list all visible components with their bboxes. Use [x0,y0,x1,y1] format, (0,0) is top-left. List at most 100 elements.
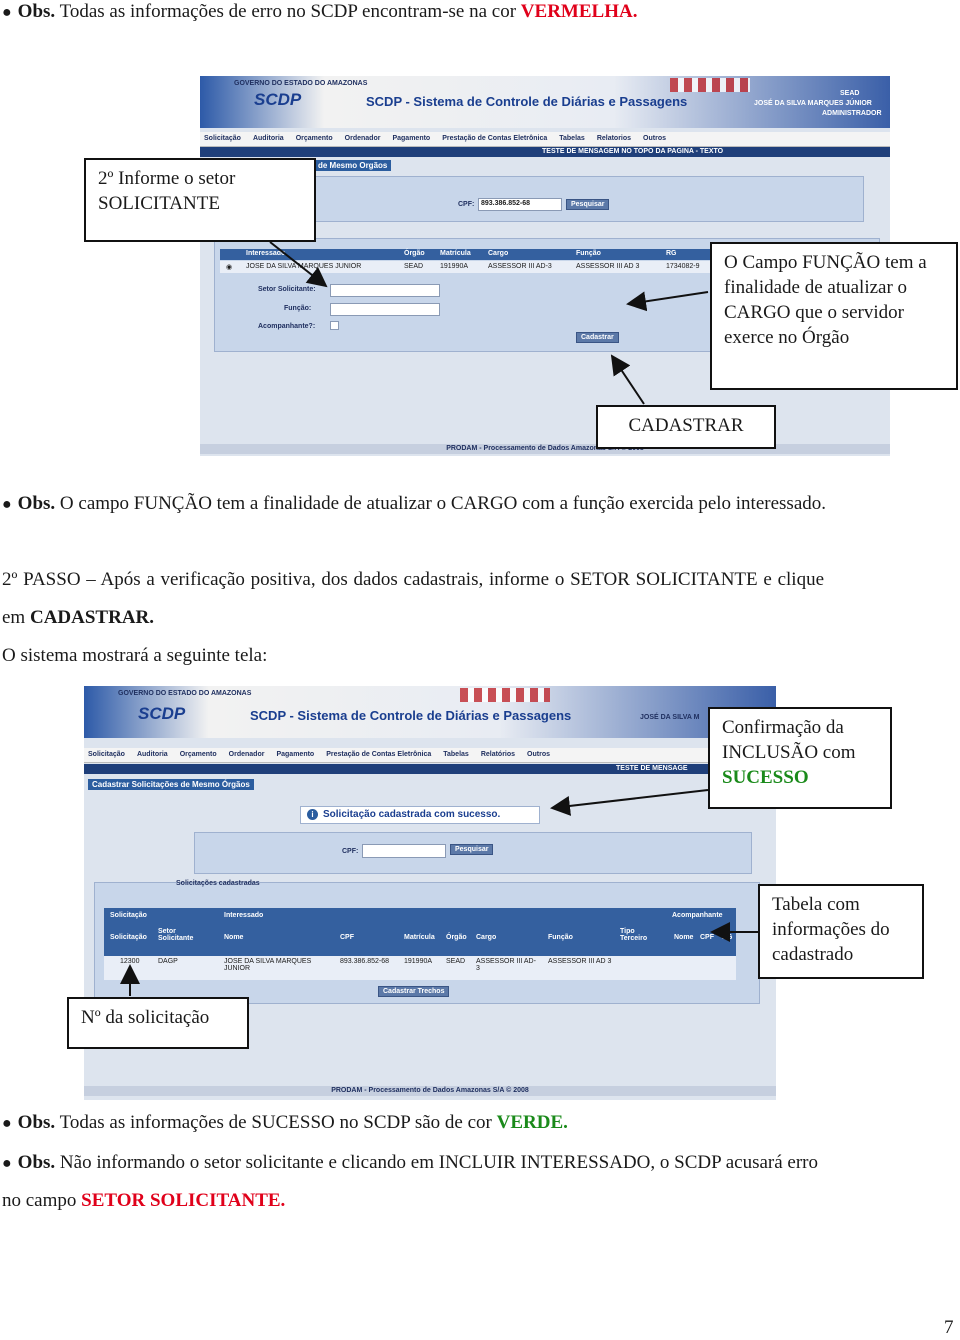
section-title: Cadastrar Solicitações de Mesmo Órgãos [88,779,254,790]
section-title: de Mesmo Orgãos [314,160,392,171]
panel-title: Solicitações cadastradas [176,880,260,887]
menu-item[interactable]: Prestação de Contas Eletrônica [326,751,432,758]
obs-highlight: SETOR SOLICITANTE. [81,1190,286,1211]
cell-numero: 12300 [120,958,140,965]
cell: 1734082-9 [666,263,700,270]
cell: DAGP [158,958,178,965]
main-menu: Solicitação Auditoria Orçamento Ordenador Pa… [84,748,776,763]
menu-item[interactable]: Auditoria [252,135,284,142]
menu-item[interactable]: Orçamento [179,751,217,758]
results-header: Solicitação Interessado Acompanhante Sol… [104,908,736,956]
th-cargo: Cargo [476,934,497,941]
cell: 893.386.852-68 [340,958,390,965]
radio-icon[interactable]: ◉ [226,264,233,271]
callout-numero: Nº da solicitação [67,997,249,1049]
menu-item[interactable]: Pagamento [276,751,315,758]
menu-item[interactable]: Tabelas [443,751,469,758]
bullet-icon: ● [2,496,12,513]
flag-decoration [460,688,550,702]
obs-text: no campo [2,1190,82,1211]
success-message: i Solicitação cadastrada com sucesso. [300,806,540,824]
confirm-highlight: SUCESSO [722,767,809,788]
th-orgao: Órgão [404,250,425,257]
cadastrar-button[interactable]: Cadastrar [576,332,619,343]
cell: JOSE DA SILVA MARQUES JUNIOR [246,263,362,270]
th-setor: Setor Solicitante [158,928,194,942]
system-title: SCDP - Sistema de Controle de Diárias e … [250,708,572,723]
th-cargo: Cargo [488,250,509,257]
table-header: Interessado Órgão Matrícula Cargo Função… [220,249,884,260]
menu-item[interactable]: Ordenador [228,751,265,758]
app-footer: PRODAM - Processamento de Dados Amazonas… [84,1086,776,1096]
th-solicitacao: Solicitação [110,934,147,941]
arrow-cadastrar [610,354,645,405]
menu-item[interactable]: Relatorios [596,135,632,142]
arrows-layer-1 [269,241,709,405]
menu-item[interactable]: Relatórios [480,751,516,758]
cpf-label: CPF: [458,201,475,208]
menu-item[interactable]: Ordenador [344,135,381,142]
user-org: SEAD [840,90,860,97]
obs-error-color: ●Obs. Todas as informações de erro no SC… [2,0,637,25]
step2-bold: CADASTRAR. [29,607,155,628]
app-footer: PRODAM - Processamento de Dados Amazonas… [200,444,890,454]
message-bar: TESTE DE MENSAGEM NO TOPO DA PAGINA - TE… [200,147,890,157]
cpf-input[interactable]: 893.386.852-68 [478,198,562,211]
th-rg: RG [666,250,677,257]
menu-item[interactable]: Tabelas [559,135,585,142]
gov-label: GOVERNO DO ESTADO DO AMAZONAS [118,690,252,697]
cell: ASSESSOR III AD-3 [476,958,536,972]
search-button[interactable]: Pesquisar [450,844,494,855]
cell: JOSE DA SILVA MARQUES JUNIOR [224,958,312,972]
cpf-value: 893.386.852-68 [481,200,531,207]
acompanhante-checkbox[interactable] [330,321,339,330]
cpf-label: CPF: [342,848,359,855]
cpf-input[interactable] [362,844,446,858]
arrow-confirm [550,789,709,816]
menu-item[interactable]: Pagamento [392,135,431,142]
menu-item[interactable]: Solicitação [204,135,241,142]
bullet-icon: ● [2,1155,12,1172]
funcao-input[interactable] [330,303,440,316]
gov-label: GOVERNO DO ESTADO DO AMAZONAS [234,80,368,87]
callout-cadastrar: CADASTRAR [596,405,776,449]
confirm-text: Confirmação da INCLUSÃO com [722,717,856,763]
cell: 191990A [440,263,469,270]
obs-label: Obs. [17,1,56,22]
callout-funcao: O Campo FUNÇÃO tem a finalidade de atual… [710,242,958,390]
arrows-layer-2 [120,789,758,996]
obs-text: Todas as informações de SUCESSO no SCDP … [55,1112,497,1133]
search-button[interactable]: Pesquisar [566,199,610,210]
callout-tabela: Tabela com informações do cadastrado [758,884,924,979]
menu-item[interactable]: Auditoria [136,751,168,758]
message-text: TESTE DE MENSAGEM NO TOPO DA PAGINA - TE… [542,148,724,155]
cell: ASSESSOR III AD 3 [576,263,640,270]
th-interessado: Interessado [246,250,286,257]
menu-item[interactable]: Outros [643,135,666,142]
setor-input[interactable] [330,284,440,297]
menu-item[interactable]: Outros [527,751,550,758]
callout-confirmacao: Confirmação da INCLUSÃO com SUCESSO [708,707,892,809]
menu-item[interactable]: Orçamento [295,135,333,142]
obs-funcao: ●Obs. O campo FUNÇÃO tem a finalidade de… [2,492,826,517]
info-icon: i [307,809,318,820]
user-role: ADMINISTRADOR [822,110,882,117]
obs-text: O campo FUNÇÃO tem a finalidade de atual… [55,493,826,514]
th-nome: Nome [224,934,244,941]
main-menu: Solicitação Auditoria Orçamento Ordenador Pa… [200,132,890,147]
cadastrar-trechos-button[interactable]: Cadastrar Trechos [378,986,450,997]
callout-setor: 2º Informe o setor SOLICITANTE [84,158,316,242]
menu-item[interactable]: Prestação de Contas Eletrônica [442,135,548,142]
th-cpf: CPF [340,934,354,941]
arrow-funcao [626,291,709,312]
step2-prefix: em [2,607,30,628]
step2-line2: em CADASTRAR. [2,606,154,630]
th-acomp-nome: Nome [674,934,694,941]
funcao-label: Função: [284,305,312,312]
app-header [200,76,890,128]
menu-item[interactable]: Solicitação [88,751,125,758]
page-number: 7 [944,1317,954,1338]
cell: ASSESSOR III AD-3 [488,263,552,270]
screenshot-cadastro: GOVERNO DO ESTADO DO AMAZONAS SCDP SCDP … [200,76,890,456]
bullet-icon: ● [2,1115,12,1132]
